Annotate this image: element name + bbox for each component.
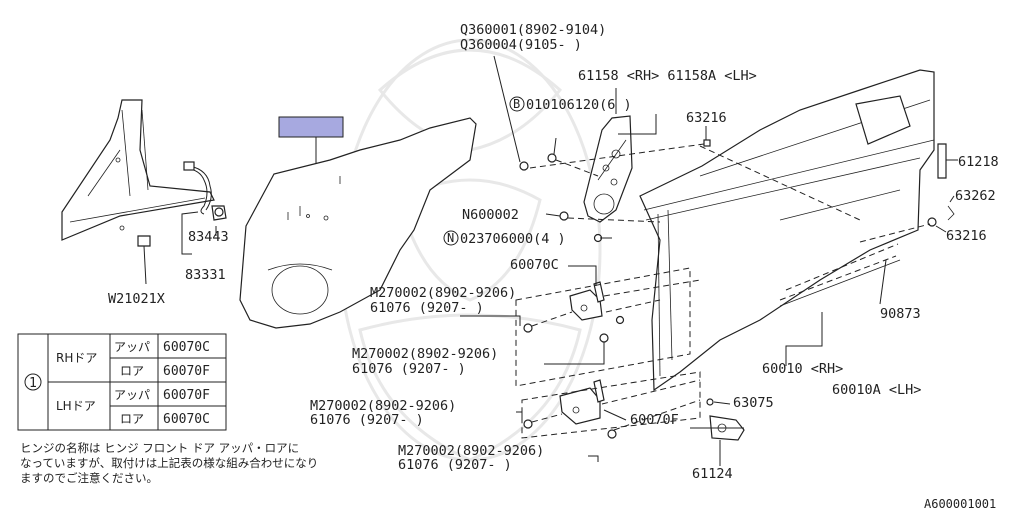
table-pos-2: ロア [120, 364, 144, 378]
label-hinge-lower-61076: 61076 (9207- ) [310, 412, 424, 428]
note-line-3: ますのでご注意ください。 [20, 471, 158, 485]
table-index-circle-icon [24, 373, 42, 391]
table-part-2: 60070F [163, 364, 210, 379]
label-hinge-upper-61076: 61076 (9207- ) [370, 300, 484, 316]
door-wiring-harness [183, 161, 227, 221]
label-023706000: 023706000(4 ) [460, 231, 566, 247]
label-90873: 90873 [880, 306, 921, 322]
grommet-w21021x [137, 235, 151, 247]
hinge-region-lower [521, 371, 701, 439]
table-pos-3: アッパ [114, 388, 150, 402]
circle-b-icon [509, 96, 525, 112]
label-63216-right: 63216 [946, 228, 987, 244]
label-hinge-lower-m270002: M270002(8902-9206) [310, 398, 456, 414]
label-63075: 63075 [733, 395, 774, 411]
bolt-q360001 [493, 55, 529, 171]
hinge-lower [559, 379, 605, 425]
table-part-1: 60070C [163, 340, 210, 355]
table-pos-4: ロア [120, 412, 144, 426]
bolt-lower-hinge-1 [523, 419, 533, 429]
clip-63216-top [703, 126, 711, 147]
circle-n-icon [443, 230, 459, 246]
label-61218: 61218 [958, 154, 999, 170]
door-check-61124 [690, 415, 745, 441]
label-hinge-mid-61076: 61076 (9207- ) [352, 361, 466, 377]
label-83443: 83443 [188, 229, 229, 245]
nut-023706000 [593, 233, 612, 243]
table-pos-1: アッパ [114, 340, 150, 354]
bolt-upper-hinge-1 [523, 323, 533, 333]
label-hinge-bottom-61076: 61076 (9207- ) [398, 457, 512, 473]
label-hinge-upper-m270002: M270002(8902-9206) [370, 285, 516, 301]
note-line-1: ヒンジの名称は ヒンジ フロント ドア アッパ・ロアに [20, 441, 299, 455]
label-hinge-mid-m270002: M270002(8902-9206) [352, 346, 498, 362]
table-part-3: 60070F [163, 388, 210, 403]
note-line-2: なっていますが、取付けは上記表の様な組み合わせになり [20, 456, 318, 470]
front-door-shell [639, 69, 935, 392]
label-60010: 60010 <RH> [762, 361, 843, 377]
bolt-63075 [706, 398, 731, 406]
clip-63216-right [927, 217, 947, 233]
label-61124: 61124 [692, 466, 733, 482]
label-63262: 63262 [955, 188, 996, 204]
label-60070c: 60070C [510, 257, 559, 273]
label-n600002: N600002 [462, 207, 519, 223]
nut-upper-hinge [615, 315, 625, 325]
label-010106120: 010106120(6 ) [526, 97, 632, 113]
hinge-region-upper [515, 267, 691, 387]
bolt-upper-hinge-2 [599, 333, 609, 343]
hinge-combination-table: 1 RHドア LHドア アッパ ロア アッパ ロア 60070C 60070F … [17, 333, 227, 431]
door-sealing-screen [239, 117, 477, 329]
table-index: 1 [29, 376, 37, 391]
label-q360001: Q360001(8902-9104) [460, 22, 606, 38]
label-hinge-bottom-m270002: M270002(8902-9206) [398, 443, 544, 459]
label-63216-top: 63216 [686, 110, 727, 126]
hinge-upper [569, 281, 605, 321]
bolt-lower-hinge-2 [607, 429, 617, 439]
window-regulator-bracket [583, 115, 633, 223]
label-w21021x: W21021X [108, 291, 165, 307]
label-60010a: 60010A <LH> [832, 382, 921, 398]
table-door-lh: LHドア [56, 399, 96, 413]
clip-63262 [947, 195, 955, 221]
label-circle-b: B [513, 97, 520, 111]
table-door-rh: RHドア [56, 351, 97, 365]
bolt-010106120 [547, 137, 557, 163]
label-q360004: Q360004(9105- ) [460, 37, 582, 53]
label-83331: 83331 [185, 267, 226, 283]
figure-id: A600001001 [924, 497, 996, 511]
table-part-4: 60070C [163, 412, 210, 427]
a-pillar-body [61, 99, 215, 241]
door-trim-61218 [937, 143, 958, 179]
label-61158: 61158 <RH> 61158A <LH> [578, 68, 757, 84]
nut-n600002 [545, 211, 569, 221]
highlight-label-box [278, 116, 344, 138]
label-circle-n: N [447, 231, 454, 245]
label-60070f: 60070F [630, 412, 679, 428]
